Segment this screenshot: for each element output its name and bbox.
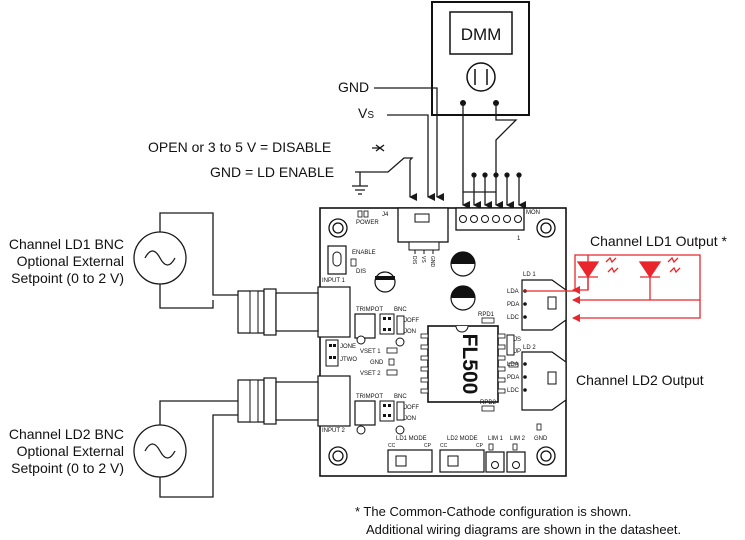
supply-wiring	[352, 87, 444, 201]
ld1-lda-label: LDA	[507, 289, 519, 295]
ld1-cp-label: CP	[424, 443, 432, 449]
ld1-mode-label: LD1 MODE	[396, 436, 427, 442]
input1-label: INPUT 1	[322, 278, 346, 284]
signal-source-1	[133, 212, 238, 309]
bnc-cable-2	[237, 377, 319, 425]
lim1-label: LIM 1	[488, 436, 504, 442]
bnc2-line2: Optional External	[16, 443, 124, 459]
disable-label: OPEN or 3 to 5 V = DISABLE	[148, 139, 332, 155]
jone-label: JONE	[340, 344, 356, 350]
lim-gnd-label: GND	[534, 436, 548, 442]
vs-supply-label: VS	[358, 106, 374, 121]
j4-label: J4	[382, 212, 389, 218]
joff2-label: JOFF	[404, 405, 419, 411]
bnc2-line3: Setpoint (0 to 2 V)	[11, 460, 124, 476]
mon-leads	[463, 172, 526, 209]
ld2-label: LD 2	[523, 345, 536, 351]
ld2-output-label: Channel LD2 Output	[576, 372, 704, 388]
board-gnd-label: GND	[370, 360, 384, 366]
gnd-supply-label: GND	[338, 79, 370, 95]
ld1-cc-label: CC	[388, 443, 396, 449]
jon2-label: JON	[404, 416, 416, 422]
ld2-cc-label: CC	[440, 443, 448, 449]
enable-label: GND = LD ENABLE	[210, 164, 335, 180]
ld2-lda-label: LDA	[507, 362, 519, 368]
j4-pin-dis: DIS	[411, 256, 417, 265]
ld1-pda-label: PDA	[507, 302, 519, 308]
dmm-leads	[462, 103, 518, 209]
bnc1-line3: Setpoint (0 to 2 V)	[11, 270, 124, 286]
j4-pin-vs: VS	[420, 256, 426, 263]
ld2-mode-label: LD2 MODE	[447, 436, 478, 442]
input2-label: INPUT 2	[322, 428, 346, 434]
dmm-meter: DMM	[431, 1, 530, 116]
vset2-label: VSET 2	[360, 371, 381, 377]
fl500-board: J4 POWER DIS VS GND MON 1 ENABLE DIS INP…	[317, 207, 567, 477]
ld2-ldc-label: LDC	[507, 388, 520, 394]
signal-source-2	[133, 400, 238, 498]
vs-sub: S	[367, 110, 375, 121]
ld1-output-circuit	[524, 254, 701, 322]
ld1-output-label: Channel LD1 Output *	[590, 233, 727, 249]
j4-pin-gnd: GND	[429, 256, 435, 268]
mon-label: MON	[526, 210, 540, 216]
bnc1-line2: Optional External	[16, 253, 124, 269]
rpd1-label: RPD1	[478, 312, 495, 318]
chip-label: FL500	[458, 334, 481, 395]
bnc2-caption: Channel LD2 BNC Optional External Setpoi…	[0, 426, 124, 477]
jtwo-label: JTWO	[340, 357, 357, 363]
ld2-cp-label: CP	[476, 443, 484, 449]
jp-label: JP	[514, 349, 521, 355]
rpd2-label: RPD2	[480, 400, 497, 406]
enable-label: ENABLE	[352, 250, 376, 256]
trimpot2-label: TRIMPOT	[356, 394, 383, 400]
dmm-label: DMM	[461, 25, 502, 44]
jon1-label: JON	[404, 329, 416, 335]
vset1-label: VSET 1	[360, 349, 381, 355]
bnc1-line1: Channel LD1 BNC	[8, 236, 124, 252]
bnc1-caption: Channel LD1 BNC Optional External Setpoi…	[0, 236, 124, 287]
power-label: POWER	[356, 220, 379, 226]
dis-label: DIS	[356, 269, 366, 275]
ld1-label: LD 1	[523, 272, 536, 278]
bnc2-label: BNC	[394, 394, 407, 400]
lim2-label: LIM 2	[510, 436, 526, 442]
bnc1-label: BNC	[394, 307, 407, 313]
bnc-cable-1	[237, 288, 319, 336]
mon-pin-label: 1	[517, 236, 521, 242]
js-label: JS	[514, 337, 521, 343]
bnc2-line1: Channel LD2 BNC	[8, 426, 124, 442]
ld2-pda-label: PDA	[507, 375, 519, 381]
footnote-line1: * The Common-Cathode configuration is sh…	[355, 504, 632, 519]
dmm-knob	[466, 62, 496, 92]
vs-main: V	[358, 105, 368, 121]
trimpot1-label: TRIMPOT	[356, 307, 383, 313]
joff1-label: JOFF	[404, 318, 419, 324]
ld1-ldc-label: LDC	[507, 315, 520, 321]
footnote-line2: Additional wiring diagrams are shown in …	[366, 522, 682, 537]
